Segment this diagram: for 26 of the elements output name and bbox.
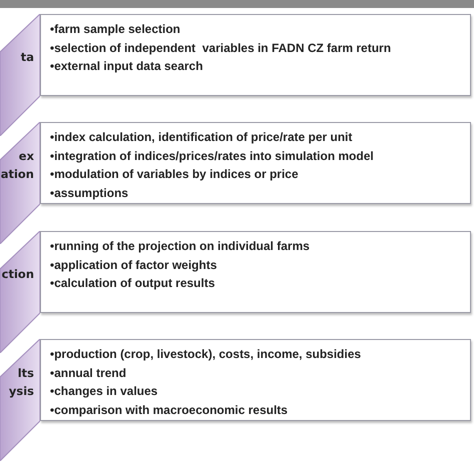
chevron-step	[0, 14, 40, 136]
bullet-item: •external input data search	[50, 58, 204, 76]
step-label: lts ysis	[8, 365, 34, 400]
bullet-item: •index calculation, identification of price/rate per unit	[50, 129, 354, 146]
bullet-item: •application of factor weights	[50, 256, 218, 274]
detail-box	[40, 14, 471, 96]
chevron-step	[0, 231, 40, 353]
bullet-item: •farm sample selection	[50, 21, 182, 38]
step-label: ta	[20, 49, 34, 66]
bullet-item: •changes in values	[50, 383, 159, 400]
chevron-step	[0, 122, 40, 244]
step-label: ex ation	[0, 148, 34, 183]
bullet-item: •selection of independent variables in FADN CZ farm return	[50, 40, 392, 57]
detail-box	[40, 122, 471, 204]
bullet-item: •running of the projection on individual farms	[50, 238, 311, 255]
bullet-item: •production (crop, livestock), costs, income, subsidies	[50, 346, 362, 363]
step-label: ction	[0, 266, 34, 283]
detail-box	[40, 231, 471, 313]
bullet-item: •calculation of output results	[50, 275, 216, 292]
chevron-step	[0, 339, 40, 461]
bullet-item: •comparison with macroeconomic results	[50, 402, 289, 420]
detail-box	[40, 339, 471, 421]
bullet-item: •modulation of variables by indices or price	[50, 166, 300, 184]
bullet-item: •annual trend	[50, 364, 128, 382]
bullet-item: •assumptions	[50, 185, 130, 202]
bullet-item: •integration of indices/prices/rates into simulation model	[50, 148, 375, 165]
